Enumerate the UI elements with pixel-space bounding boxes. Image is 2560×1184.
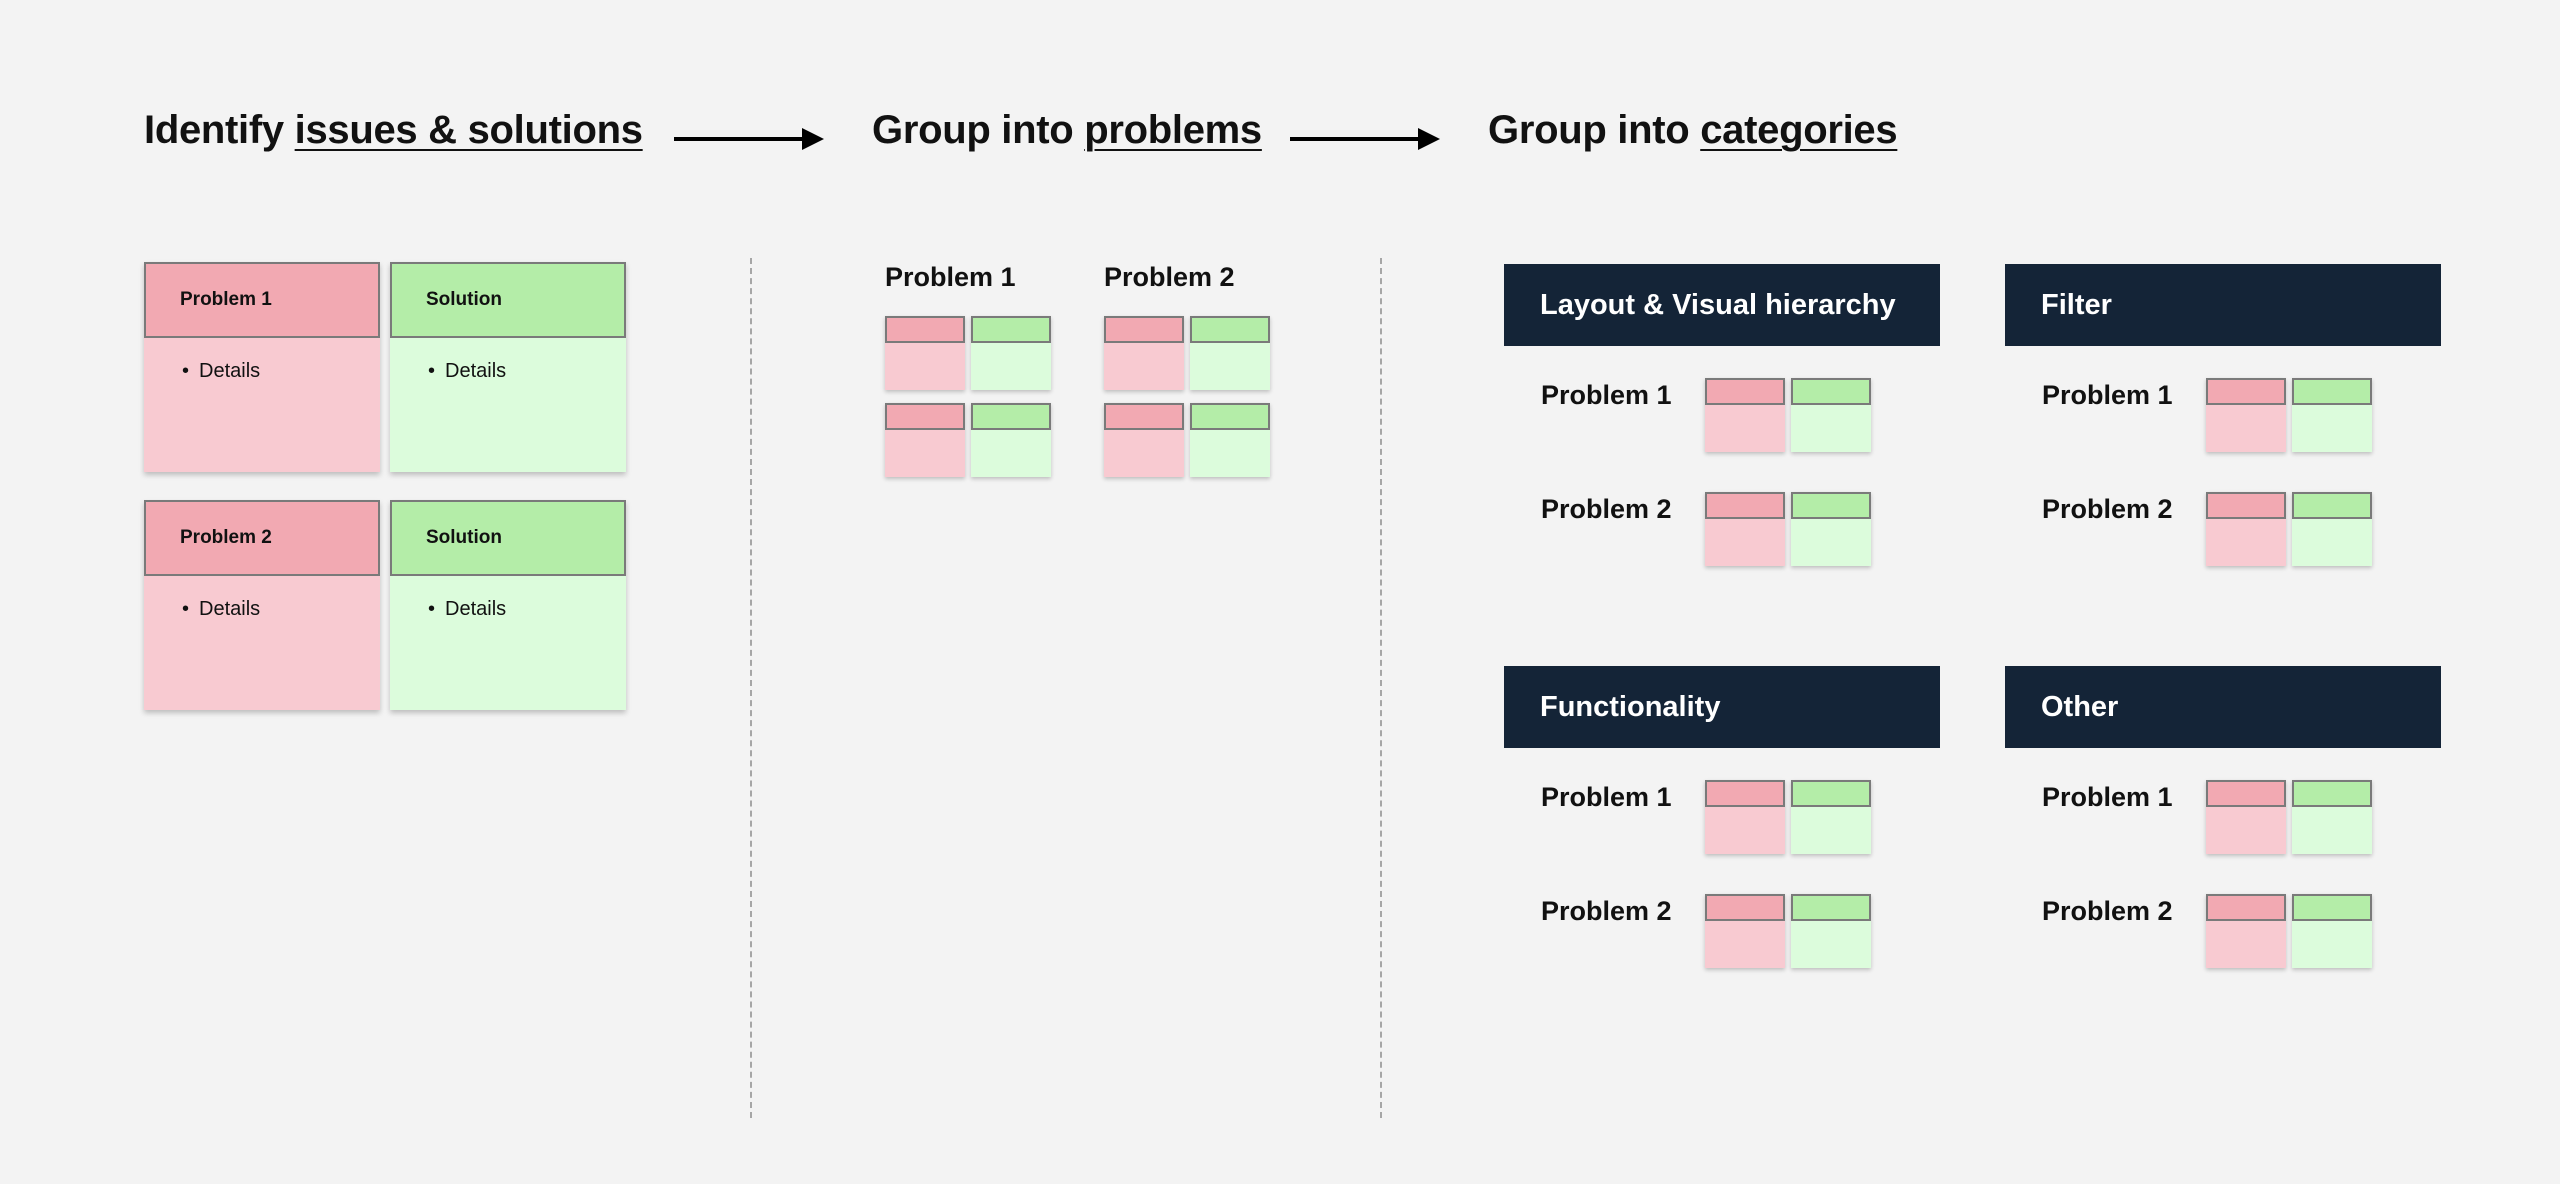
note-title: Problem 1 [144,262,380,338]
mini-problem-note[interactable] [2206,378,2286,452]
category-header-filter: Filter [2005,264,2441,346]
note-title: Problem 2 [144,500,380,576]
category-problem-label: Problem 2 [1541,494,1672,524]
arrow-right-icon [1290,128,1440,150]
problem-group-label: Problem 2 [1104,262,1235,292]
category-problem-label: Problem 2 [1541,896,1672,926]
step-heading-prefix: Group into [1488,108,1701,152]
mini-solution-note[interactable] [1791,894,1871,968]
mini-problem-note[interactable] [2206,894,2286,968]
mini-problem-note[interactable] [1104,403,1184,477]
mini-solution-note[interactable] [1791,378,1871,452]
note-detail: Details [390,576,626,621]
mini-solution-note[interactable] [2292,894,2372,968]
step-heading-keyword: issues & solutions [294,108,643,152]
mini-problem-note[interactable] [1705,780,1785,854]
mini-problem-note[interactable] [2206,492,2286,566]
mini-solution-note[interactable] [1190,316,1270,390]
problem-group-label: Problem 1 [885,262,1016,292]
mini-problem-note[interactable] [2206,780,2286,854]
step-heading-group-problems: Group into problems [872,108,1262,153]
note-title: Solution [390,500,626,576]
note-detail: Details [144,576,380,621]
mini-solution-note[interactable] [2292,492,2372,566]
column-divider [1380,258,1382,1118]
category-problem-label: Problem 1 [1541,380,1672,410]
category-problem-label: Problem 1 [1541,782,1672,812]
step-heading-keyword: problems [1084,108,1262,152]
mini-problem-note[interactable] [885,316,965,390]
category-header-layout: Layout & Visual hierarchy [1504,264,1940,346]
mini-solution-note[interactable] [971,316,1051,390]
category-header-functionality: Functionality [1504,666,1940,748]
mini-problem-note[interactable] [1104,316,1184,390]
step-heading-prefix: Group into [872,108,1085,152]
mini-solution-note[interactable] [2292,780,2372,854]
problem-note[interactable]: Problem 2 Details [144,500,380,710]
mini-problem-note[interactable] [1705,894,1785,968]
mini-problem-note[interactable] [1705,492,1785,566]
step-heading-group-categories: Group into categories [1488,108,1898,153]
note-detail: Details [144,338,380,383]
solution-note[interactable]: Solution Details [390,500,626,710]
mini-solution-note[interactable] [1791,780,1871,854]
mini-solution-note[interactable] [1190,403,1270,477]
mini-solution-note[interactable] [971,403,1051,477]
category-problem-label: Problem 1 [2042,380,2173,410]
mini-problem-note[interactable] [1705,378,1785,452]
column-divider [750,258,752,1118]
mini-problem-note[interactable] [885,403,965,477]
problem-note[interactable]: Problem 1 Details [144,262,380,472]
mini-solution-note[interactable] [2292,378,2372,452]
step-heading-identify: Identify issues & solutions [144,108,643,153]
note-detail: Details [390,338,626,383]
category-problem-label: Problem 2 [2042,494,2173,524]
mini-solution-note[interactable] [1791,492,1871,566]
step-heading-prefix: Identify [144,108,295,152]
step-heading-keyword: categories [1700,108,1898,152]
category-header-other: Other [2005,666,2441,748]
note-title: Solution [390,262,626,338]
solution-note[interactable]: Solution Details [390,262,626,472]
arrow-right-icon [674,128,824,150]
category-problem-label: Problem 1 [2042,782,2173,812]
category-problem-label: Problem 2 [2042,896,2173,926]
